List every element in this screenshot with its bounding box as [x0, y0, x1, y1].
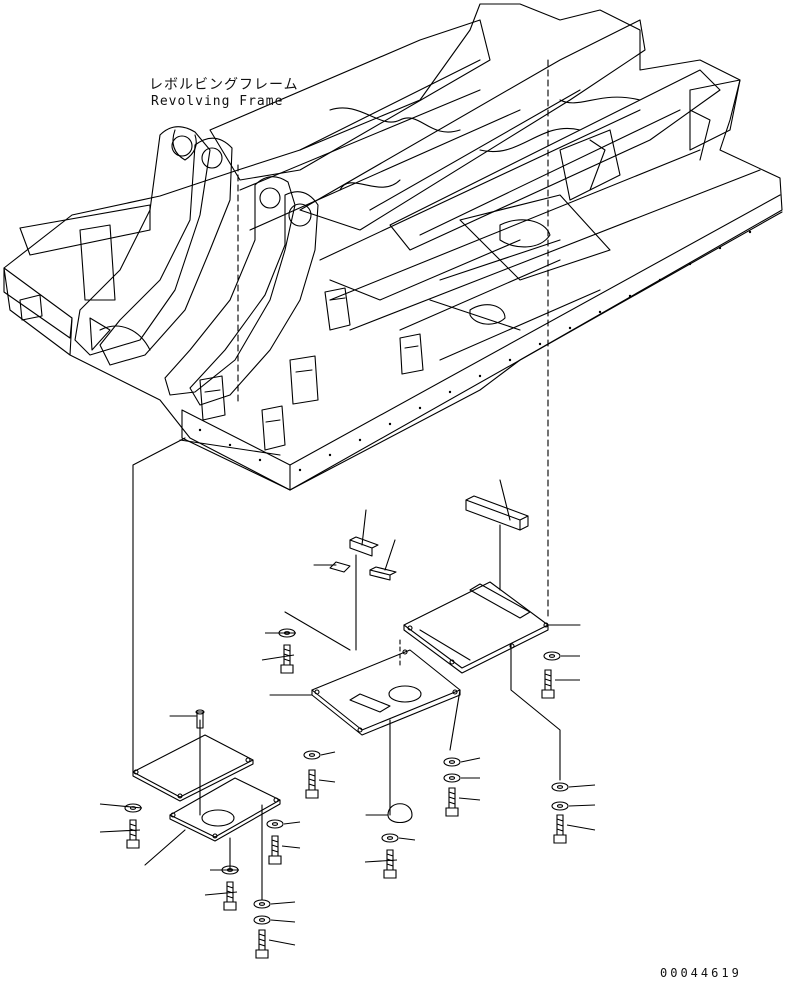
pin — [170, 710, 204, 728]
washer — [254, 900, 295, 908]
washer — [267, 820, 300, 828]
washer — [254, 916, 295, 924]
bolt — [269, 836, 300, 864]
figure-number: 00044619 — [660, 966, 742, 980]
frame-title-english: Revolving Frame — [151, 94, 284, 109]
bolt — [262, 645, 294, 673]
frame-rivets — [198, 230, 752, 472]
bolt — [205, 882, 237, 910]
washer — [444, 774, 480, 782]
revolving-frame — [4, 4, 782, 620]
leader-left-cover — [133, 438, 185, 772]
washer — [444, 758, 480, 766]
bolt — [256, 930, 295, 958]
bolt — [542, 670, 580, 698]
seal-strip — [466, 480, 528, 590]
washer — [304, 751, 335, 759]
washer — [100, 804, 142, 812]
cover-plate-right — [404, 582, 580, 780]
cover-plate-center — [270, 650, 460, 815]
bolt — [446, 788, 480, 816]
washer — [544, 652, 580, 660]
washer — [382, 834, 415, 842]
plug — [366, 804, 412, 823]
small-block-parts — [285, 510, 400, 665]
bolt — [100, 820, 140, 848]
bolt — [554, 815, 595, 843]
washer — [552, 783, 595, 791]
cover-plate-left-lower — [145, 778, 280, 900]
frame-title-japanese: レボルビングフレーム — [149, 77, 299, 93]
cover-plate-left-upper — [133, 720, 253, 815]
bolt — [306, 770, 335, 798]
bolt — [365, 850, 397, 878]
washer — [265, 629, 296, 637]
washer — [552, 802, 595, 810]
washer — [210, 866, 239, 874]
